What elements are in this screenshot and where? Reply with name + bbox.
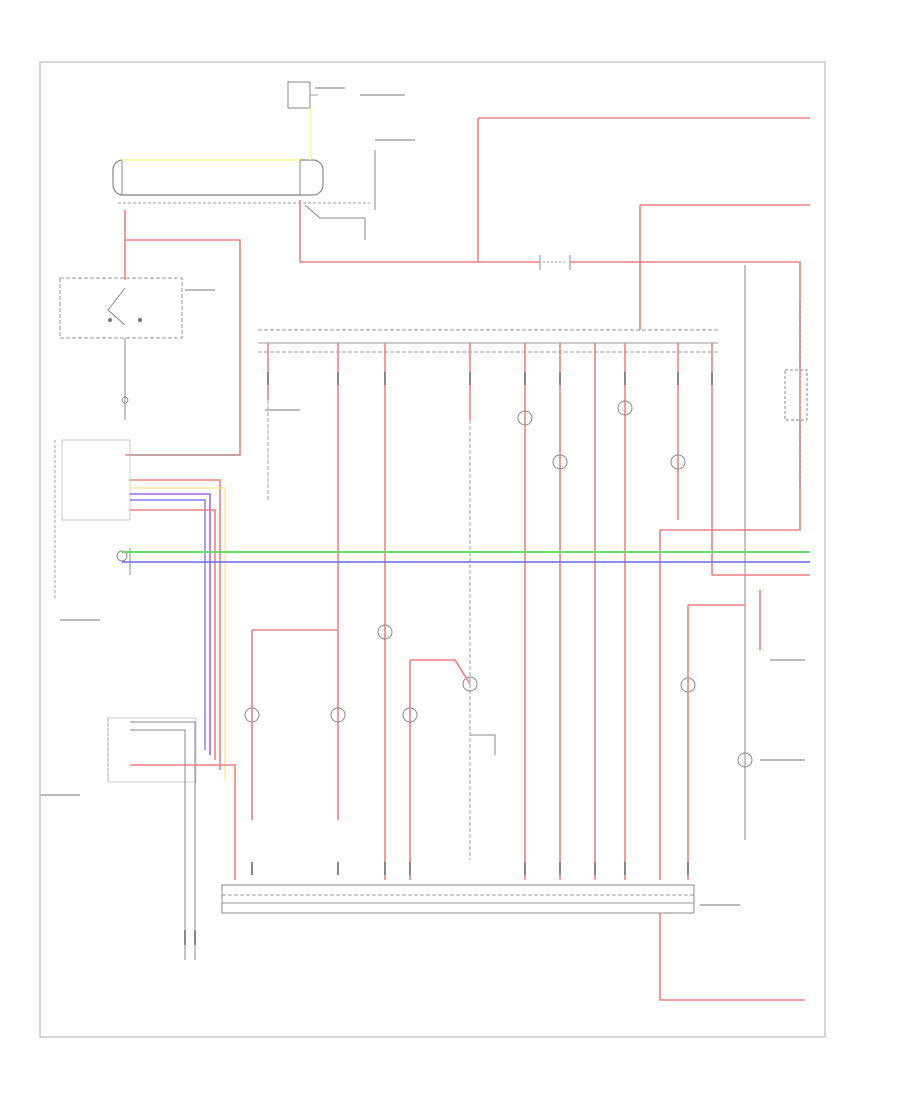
wire-red-module-1 [130, 479, 221, 770]
wire-red-horizontal-mid [299, 200, 540, 263]
dimmer-module [784, 300, 808, 490]
wire-red-rightbox [687, 604, 745, 880]
instrument-cluster-connector-top [258, 329, 718, 353]
fuse-box-top [287, 81, 318, 109]
wire-red-bottom-exit [659, 913, 805, 1001]
passenger-module [107, 717, 236, 960]
label-placeholders [40, 87, 805, 906]
wire-blue-short [130, 499, 206, 750]
lamp-1 [517, 410, 533, 426]
wire-markers [184, 372, 713, 945]
bus-feeders [267, 343, 713, 880]
relay-block [59, 277, 183, 420]
instrument-cluster-connector-bottom [221, 884, 695, 914]
lamp-5 [377, 624, 393, 640]
wire-red-left-drop [124, 210, 241, 456]
lamp-2 [552, 454, 568, 470]
wire-red-load-left [251, 629, 338, 820]
lamp-4 [670, 454, 686, 470]
wire-red-after-fuse [570, 261, 801, 880]
inline-fuse [539, 255, 571, 270]
wire-purple [130, 493, 211, 755]
wire-red-load-lamp [409, 659, 471, 880]
wire-red-module-2 [130, 509, 216, 760]
ignition-switch [112, 159, 370, 204]
lamp-6 [462, 676, 478, 692]
ground-wire-ignition [304, 204, 366, 240]
wire-yellow-module [130, 487, 226, 780]
wire-red-right-2 [639, 204, 810, 330]
wire-red-main-top [477, 117, 810, 262]
lamp-11 [737, 752, 753, 768]
ground-symbol-mid [470, 734, 496, 755]
indicator-lamps [244, 400, 753, 768]
control-module-left [54, 439, 240, 600]
lamp-9 [330, 707, 346, 723]
diagram-border [39, 61, 826, 1038]
lamp-3 [617, 400, 633, 416]
